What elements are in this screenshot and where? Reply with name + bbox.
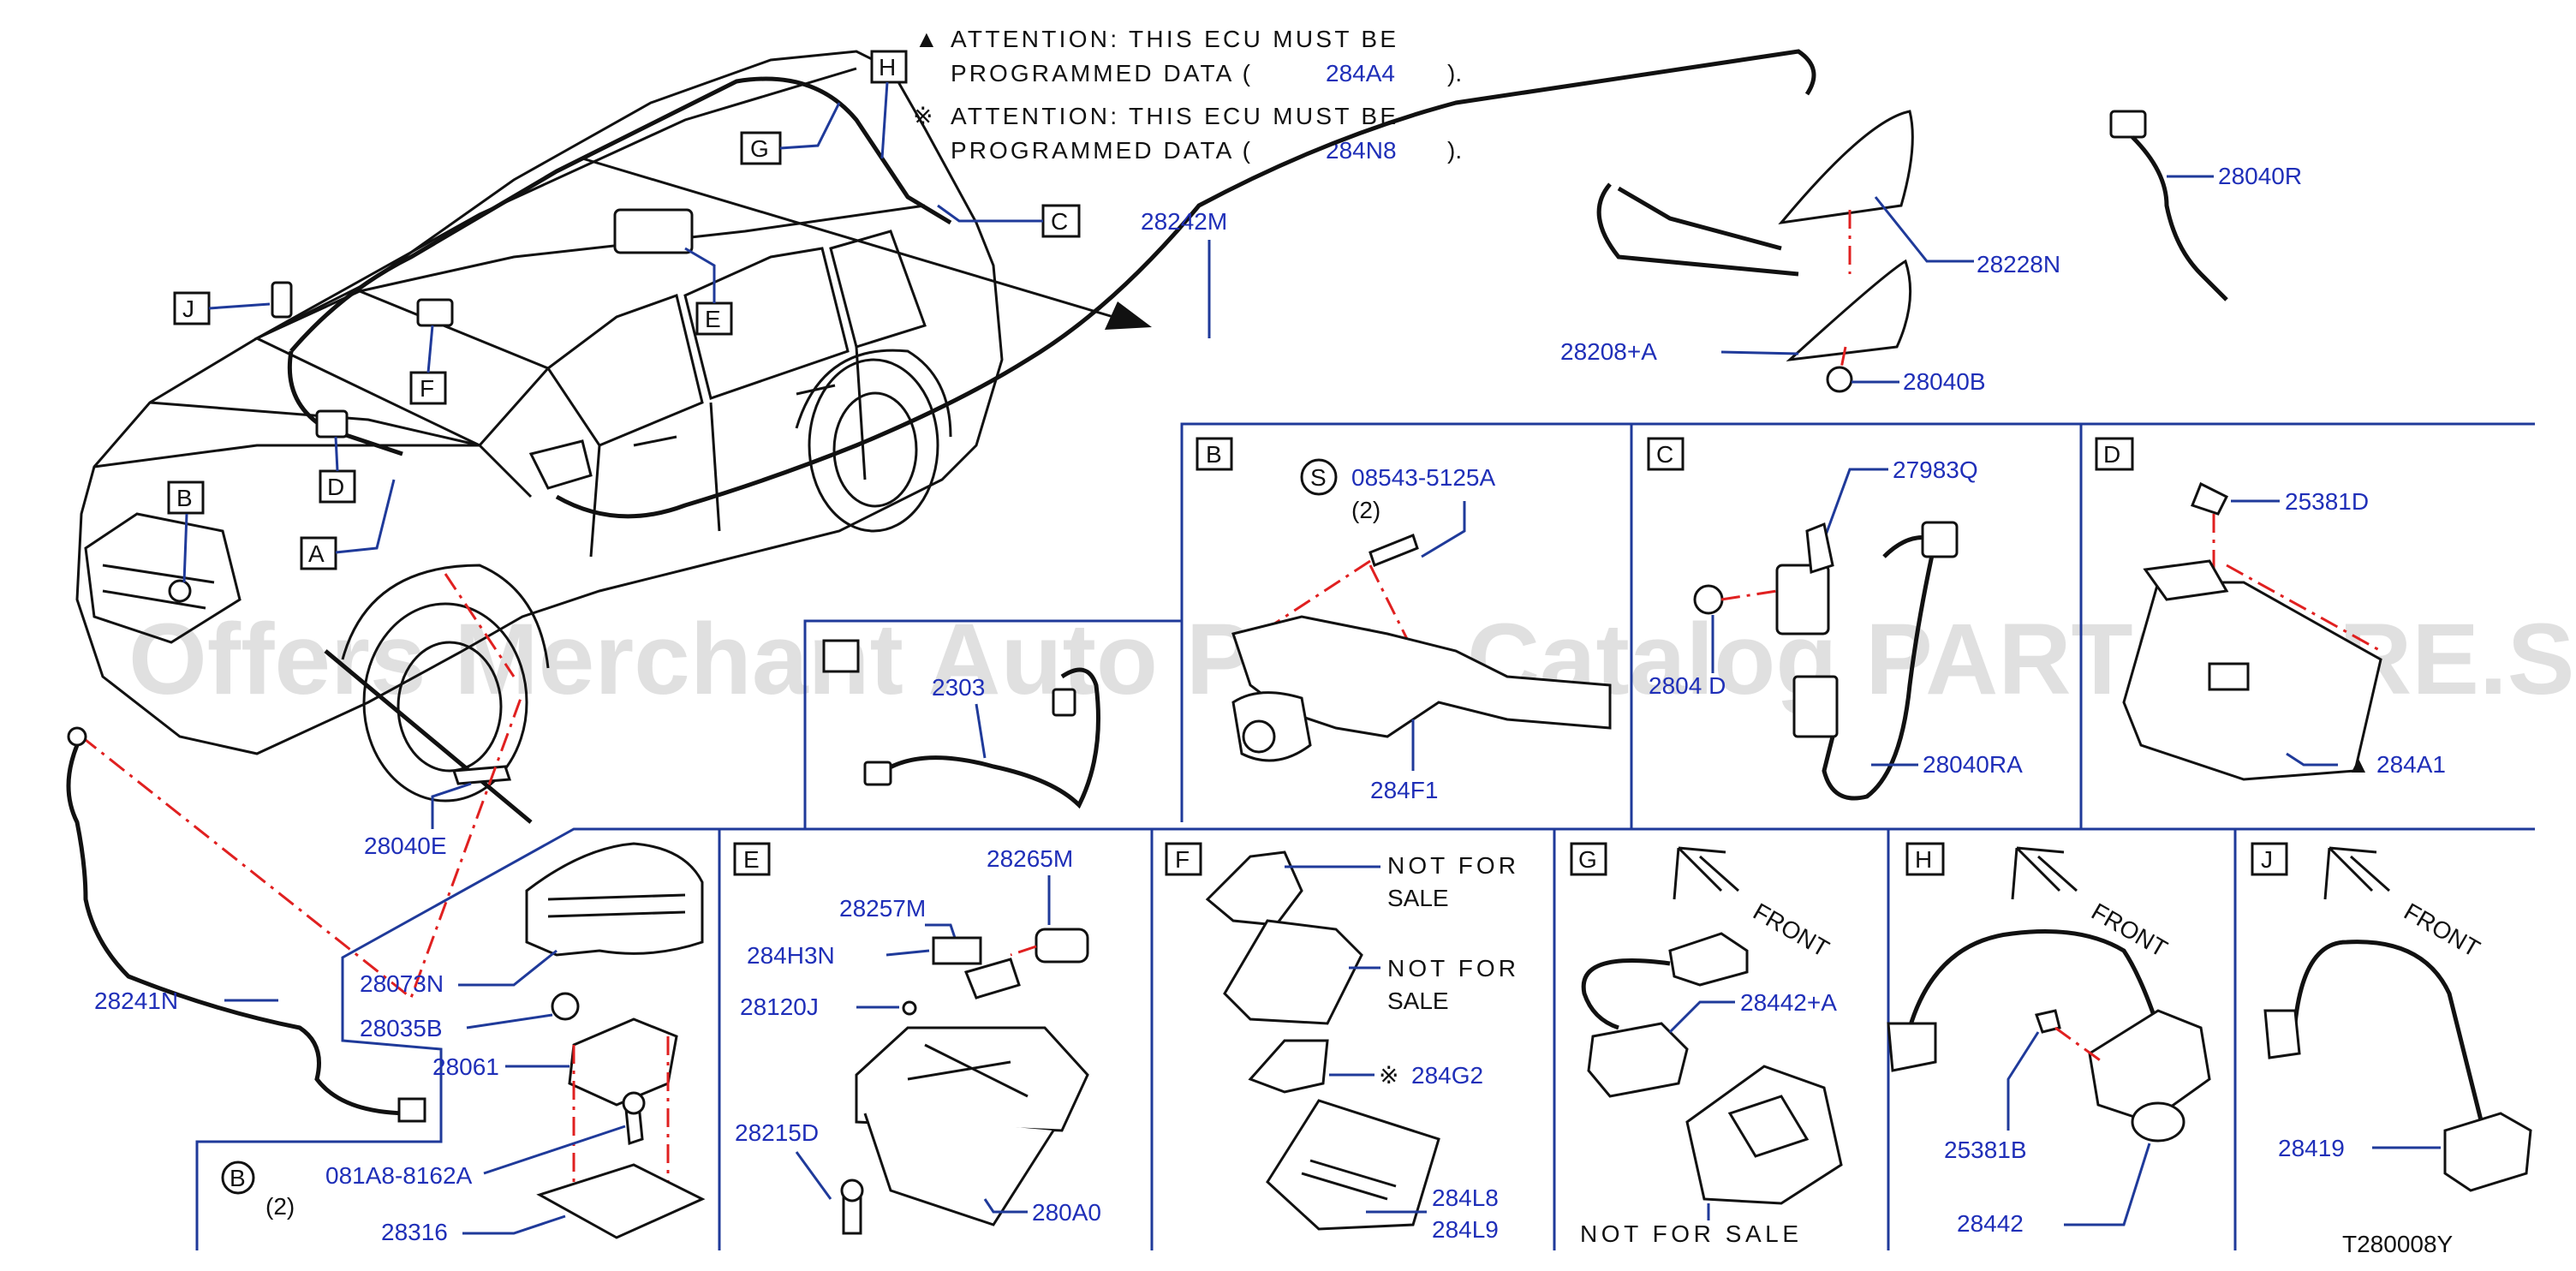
- label-284F1[interactable]: 284F1: [1370, 777, 1438, 803]
- callout-e[interactable]: E: [705, 306, 721, 332]
- label-284H3N[interactable]: 284H3N: [747, 942, 835, 969]
- label-27983Q[interactable]: 27983Q: [1893, 456, 1978, 483]
- lower-left-group: 28040E 28241N: [66, 573, 524, 1123]
- label-28241N[interactable]: 28241N: [94, 988, 178, 1014]
- label-28242M[interactable]: 28242M: [1141, 208, 1227, 235]
- attention-2-suffix: ).: [1447, 137, 1462, 164]
- callout-g[interactable]: G: [750, 135, 769, 162]
- attention-notes: ▲ ATTENTION: THIS ECU MUST BE PROGRAMMED…: [913, 26, 1462, 164]
- nfs-2-line2: SALE: [1387, 988, 1449, 1014]
- label-28061[interactable]: 28061: [432, 1053, 499, 1080]
- panel-c: C 27983Q 2804 D 28040RA: [1647, 437, 2023, 801]
- callout-c[interactable]: C: [1051, 208, 1068, 235]
- label-28040R[interactable]: 28040R: [2218, 163, 2302, 189]
- callout-d[interactable]: D: [327, 474, 344, 500]
- vehicle-illustration: [75, 50, 1152, 803]
- bolt-b-symbol: B: [230, 1165, 246, 1191]
- label-28265M[interactable]: 28265M: [987, 845, 1073, 872]
- label-28208A[interactable]: 28208+A: [1560, 338, 1657, 365]
- label-28073N[interactable]: 28073N: [360, 970, 444, 997]
- panel-label-h[interactable]: H: [1915, 846, 1932, 873]
- panel-e: E 28265M 28257M 284H3N 28120J 28215D 280…: [733, 842, 1101, 1235]
- panel-g: G FRONT 28442+A NOT FOR SALE: [1570, 842, 1843, 1247]
- panel-label-j[interactable]: J: [2261, 846, 2273, 873]
- label-28228N[interactable]: 28228N: [1977, 251, 2060, 277]
- nfs-2-line1: NOT FOR: [1387, 955, 1516, 982]
- callout-b[interactable]: B: [176, 485, 193, 511]
- front-h: FRONT: [2087, 898, 2172, 962]
- panel-label-g[interactable]: G: [1578, 846, 1597, 873]
- nfs-1-line2: SALE: [1387, 885, 1449, 911]
- label-284L9[interactable]: 284L9: [1432, 1216, 1499, 1243]
- panel-h: H FRONT 25381B 28442: [1887, 842, 2211, 1237]
- panel-f: F NOT FOR SALE NOT FOR SALE ※ 284G2 284L…: [1165, 842, 1516, 1243]
- label-28215D[interactable]: 28215D: [735, 1119, 819, 1146]
- label-28442[interactable]: 28442: [1957, 1210, 2024, 1237]
- label-28257M[interactable]: 28257M: [839, 895, 926, 922]
- callout-a[interactable]: A: [308, 540, 325, 567]
- attention-1-code[interactable]: 284A4: [1326, 60, 1395, 87]
- label-28035B[interactable]: 28035B: [360, 1015, 443, 1041]
- label-2303[interactable]: 2303: [932, 674, 985, 701]
- label-28419[interactable]: 28419: [2278, 1135, 2345, 1161]
- nfs-3: NOT FOR SALE: [1580, 1220, 1798, 1247]
- panel-label-d[interactable]: D: [2103, 441, 2120, 468]
- label-284L8[interactable]: 284L8: [1432, 1184, 1499, 1211]
- label-28442A[interactable]: 28442+A: [1740, 989, 1837, 1016]
- label-284G2[interactable]: 284G2: [1411, 1062, 1483, 1089]
- attention-2-line2: PROGRAMMED DATA (: [951, 137, 1251, 164]
- label-284A1-symbol: ▲: [2346, 751, 2370, 778]
- panel-j: J FRONT 28419: [2251, 842, 2532, 1192]
- label-08543-qty: (2): [1351, 497, 1380, 523]
- label-25381D[interactable]: 25381D: [2285, 488, 2369, 515]
- front-g: FRONT: [1749, 898, 1834, 962]
- antenna-group: 28242M 28228N 28208+A 28040B 28040R: [324, 49, 2302, 824]
- panel-label-e[interactable]: E: [743, 846, 760, 873]
- label-28040RA[interactable]: 28040RA: [1923, 751, 2023, 778]
- panel-frames: [195, 422, 2535, 1250]
- attention-1-line1: ATTENTION: THIS ECU MUST BE: [951, 26, 1396, 52]
- diagram-code: T280008Y: [2342, 1231, 2454, 1257]
- panel-b: B S 08543-5125A (2) 284F1: [1196, 437, 1612, 803]
- panel-module: 28073N 28035B 28061 081A8-8162A 28316 B …: [221, 842, 706, 1245]
- label-28316[interactable]: 28316: [381, 1219, 448, 1245]
- label-284A1[interactable]: 284A1: [2376, 751, 2446, 778]
- panel-label-f[interactable]: F: [1175, 846, 1190, 873]
- label-2804D[interactable]: 2804 D: [1649, 672, 1726, 699]
- vehicle-callouts: J B A D F E G H C: [167, 50, 1081, 583]
- panel-label-c[interactable]: C: [1656, 441, 1673, 468]
- label-28040B[interactable]: 28040B: [1903, 368, 1986, 395]
- panel-d: D 25381D ▲ 284A1: [2095, 437, 2446, 781]
- attention-1-line2: PROGRAMMED DATA (: [951, 60, 1251, 87]
- callout-h[interactable]: H: [879, 54, 896, 81]
- label-28040E[interactable]: 28040E: [364, 832, 447, 859]
- label-28120J[interactable]: 28120J: [740, 994, 819, 1020]
- attention-1-symbol: ▲: [915, 26, 939, 52]
- label-08543[interactable]: 08543-5125A: [1351, 464, 1495, 491]
- s-symbol: S: [1310, 464, 1327, 491]
- callout-f[interactable]: F: [420, 375, 434, 402]
- attention-1-suffix: ).: [1447, 60, 1462, 87]
- insert-cable-2303: 2303: [822, 639, 1100, 809]
- attention-2-symbol: ※: [913, 103, 933, 129]
- bolt-b-qty: (2): [265, 1193, 295, 1220]
- label-284G2-symbol: ※: [1379, 1062, 1398, 1089]
- label-25381B[interactable]: 25381B: [1944, 1137, 2027, 1163]
- panel-label-b[interactable]: B: [1206, 441, 1222, 468]
- nfs-1-line1: NOT FOR: [1387, 852, 1516, 879]
- attention-2-line1: ATTENTION: THIS ECU MUST BE: [951, 103, 1396, 129]
- callout-j[interactable]: J: [182, 295, 194, 322]
- label-280A0[interactable]: 280A0: [1032, 1199, 1101, 1226]
- label-081A8[interactable]: 081A8-8162A: [325, 1162, 473, 1189]
